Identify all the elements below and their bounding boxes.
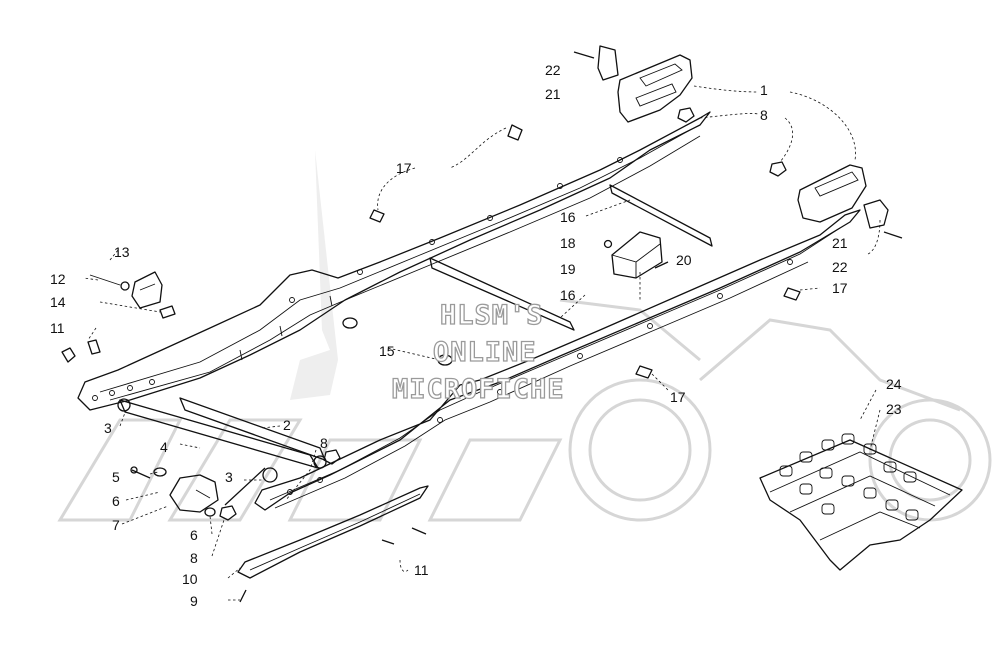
- callout-7: 7: [112, 517, 120, 533]
- callout-11: 11: [50, 320, 65, 336]
- hlsm-watermark: HLSM'S ONLINE MICROFICHE: [391, 299, 565, 405]
- right-rail-rear-bracket: [797, 164, 867, 223]
- callout-12: 12: [50, 271, 66, 287]
- callout-17: 17: [396, 160, 412, 176]
- callout-15: 15: [379, 343, 395, 359]
- callout-24: 24: [886, 376, 902, 392]
- callout-9: 9: [190, 593, 198, 609]
- callout-labels: 1 22 21 8 17 16 18 19 20 21 22 17 16 13 …: [50, 62, 902, 609]
- callout-11: 11: [414, 562, 429, 578]
- wear-slide: [237, 485, 429, 579]
- callout-17: 17: [832, 280, 848, 296]
- hardware: [61, 45, 903, 603]
- watermark-line-3: MICROFICHE: [392, 374, 565, 405]
- left-rail-rear-bracket: [617, 54, 693, 123]
- callout-22: 22: [545, 62, 561, 78]
- callout-19: 19: [560, 261, 576, 277]
- callout-10: 10: [182, 571, 198, 587]
- right-slide-rail: [254, 209, 861, 511]
- callout-4: 4: [160, 439, 168, 455]
- callout-8: 8: [760, 107, 768, 123]
- watermark-line-2: ONLINE: [433, 337, 537, 368]
- watermark-line-1: HLSM'S: [440, 300, 544, 331]
- callout-22: 22: [832, 259, 848, 275]
- leader-lines: [83, 85, 881, 601]
- callout-16: 16: [560, 287, 576, 303]
- callout-3: 3: [225, 469, 233, 485]
- callout-18: 18: [560, 235, 576, 251]
- hi-fax-clip-set: [759, 433, 963, 571]
- callout-8: 8: [320, 435, 328, 451]
- left-slide-rail: [77, 111, 711, 411]
- callout-21: 21: [545, 86, 561, 102]
- callout-1: 1: [760, 82, 768, 98]
- callout-20: 20: [676, 252, 692, 268]
- callout-17: 17: [670, 389, 686, 405]
- callout-23: 23: [886, 401, 902, 417]
- callout-6: 6: [112, 493, 120, 509]
- callout-8: 8: [190, 550, 198, 566]
- callout-14: 14: [50, 294, 66, 310]
- callout-21: 21: [832, 235, 848, 251]
- callout-5: 5: [112, 469, 120, 485]
- callout-13: 13: [114, 244, 130, 260]
- callout-2: 2: [283, 417, 291, 433]
- callout-16: 16: [560, 209, 576, 225]
- callout-6: 6: [190, 527, 198, 543]
- callout-3: 3: [104, 420, 112, 436]
- background-logo-watermark: [57, 150, 992, 522]
